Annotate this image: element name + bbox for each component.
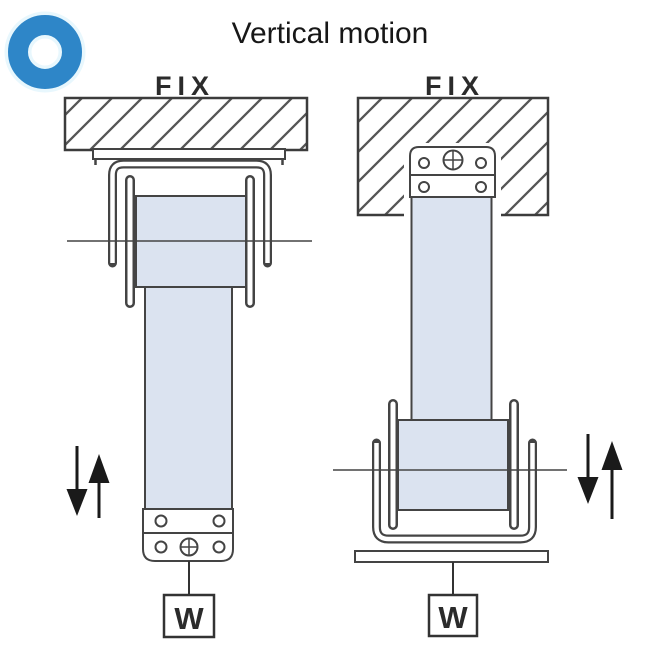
up-arrow-head — [88, 454, 110, 483]
screw-hole-icon — [154, 540, 168, 554]
screw-hole-icon — [154, 514, 168, 528]
down-arrow-head — [577, 477, 599, 504]
fix-label-right: FIX — [425, 71, 485, 101]
actuator-rod — [144, 286, 233, 511]
weight-label-left: W — [174, 601, 204, 636]
up-arrow-head — [601, 441, 623, 470]
fix-label-left: FIX — [155, 71, 215, 101]
screw-hole-icon — [475, 157, 487, 169]
center-bolt-cross — [180, 538, 198, 556]
hat-bracket-core — [110, 161, 270, 263]
page-title: Vertical motion — [232, 17, 429, 50]
left-diagram: FIX W — [63, 71, 312, 639]
rod-end-plate — [409, 146, 496, 198]
mount-plate-left — [92, 148, 286, 160]
screw-hole-icon — [212, 540, 226, 554]
actuator-body — [397, 419, 509, 511]
down-arrow-head — [66, 489, 88, 516]
screw-hole-icon — [418, 181, 430, 193]
up-down-arrows-icon — [577, 434, 623, 519]
actuator-rod — [410, 196, 493, 422]
weight-box — [427, 593, 479, 638]
ceiling-hatch-left — [63, 96, 309, 152]
ring-body — [8, 15, 82, 89]
screw-hole-icon — [418, 157, 430, 169]
up-down-arrows-icon — [66, 446, 110, 518]
mount-plate-flanges — [94, 159, 284, 165]
weight-box — [162, 593, 216, 639]
weight-label-right: W — [438, 600, 468, 635]
u-bracket-core — [374, 443, 535, 542]
screw-hole-icon — [212, 514, 226, 528]
blue-ring-icon — [4, 11, 86, 93]
center-bolt-cross — [443, 150, 463, 170]
bottom-plate — [354, 550, 549, 563]
screw-hole-icon — [475, 181, 487, 193]
right-diagram: FIX W — [333, 71, 623, 638]
